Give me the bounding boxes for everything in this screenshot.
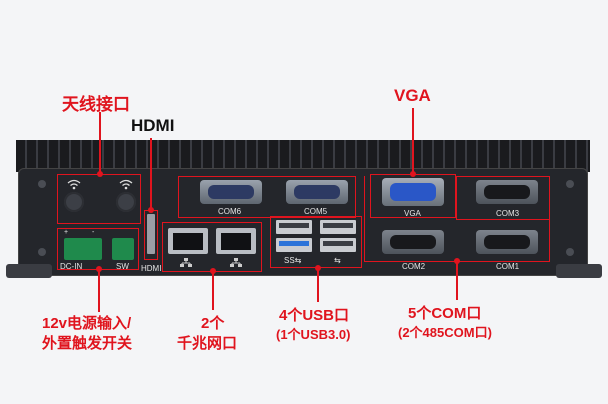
vga-label: VGA	[404, 209, 421, 218]
antenna-port-left	[64, 192, 84, 212]
com-callout-1: 5个COM口	[408, 305, 482, 322]
usb-port-3	[320, 238, 356, 252]
hdmi-dot	[148, 207, 154, 213]
com-dot	[454, 258, 460, 264]
lan-leader	[212, 272, 214, 310]
antenna-leader	[99, 112, 101, 174]
usb-port-2	[320, 220, 356, 234]
network-icon	[230, 258, 242, 267]
com-leader	[456, 262, 458, 300]
lan-dot	[210, 268, 216, 274]
com1-port	[476, 230, 538, 254]
vga-dot	[410, 171, 416, 177]
usb-dot	[315, 265, 321, 271]
vga-leader	[412, 108, 414, 174]
antenna-port-right	[116, 192, 136, 212]
hdmi-leader	[150, 138, 152, 210]
screw-bottom-right	[566, 248, 574, 256]
com5-port	[286, 180, 348, 204]
power-leader	[98, 270, 100, 312]
vga-callout: VGA	[394, 86, 431, 105]
usb3-port	[276, 238, 312, 252]
usb-leader	[317, 268, 319, 302]
hdmi-callout: HDMI	[131, 116, 175, 135]
screw-top-left	[38, 180, 46, 188]
lan-callout-2: 千兆网口	[177, 335, 238, 352]
com3-port	[476, 180, 538, 204]
usb-callout-2: (1个USB3.0)	[276, 327, 351, 342]
plus-label: +	[64, 229, 69, 236]
com3-box	[456, 176, 550, 220]
usb-ss-label: SS⇆	[284, 256, 302, 265]
com2-port	[382, 230, 444, 254]
vga-port	[382, 178, 444, 206]
network-icon	[180, 258, 192, 267]
wifi-icon	[67, 179, 81, 190]
power-dot	[96, 266, 102, 272]
com1-label: COM1	[496, 262, 520, 271]
dc-in-terminal	[64, 238, 102, 260]
usb-callout-1: 4个USB口	[279, 307, 350, 324]
com2-label: COM2	[402, 262, 426, 271]
power-callout-2: 外置触发开关	[42, 335, 133, 352]
power-callout-1: 12v电源输入/	[42, 315, 132, 332]
lan-port-1	[168, 228, 208, 254]
minus-label: -	[92, 229, 95, 236]
screw-top-right	[566, 180, 574, 188]
sw-label: SW	[116, 262, 129, 271]
screw-bottom-left	[38, 248, 46, 256]
com56-box	[178, 176, 356, 218]
heatsink-fins	[16, 140, 590, 172]
dcin-label: DC-IN	[60, 262, 83, 271]
hdmi-port	[147, 214, 155, 254]
antenna-dot	[97, 171, 103, 177]
lan-port-2	[216, 228, 256, 254]
switch-terminal	[112, 238, 134, 260]
com-callout-2: (2个485COM口)	[398, 325, 492, 340]
wifi-icon	[119, 179, 133, 190]
com6-port	[200, 180, 262, 204]
usb-label: ⇆	[334, 256, 341, 265]
com6-label: COM6	[218, 207, 242, 216]
antenna-callout: 天线接口	[62, 95, 130, 114]
com5-label: COM5	[304, 207, 328, 216]
com3-label: COM3	[496, 209, 520, 218]
lan-callout-1: 2个	[201, 315, 225, 332]
hdmi-label: HDMI	[141, 264, 162, 273]
mount-foot-left	[6, 264, 52, 278]
mount-foot-right	[556, 264, 602, 278]
usb-port-1	[276, 220, 312, 234]
